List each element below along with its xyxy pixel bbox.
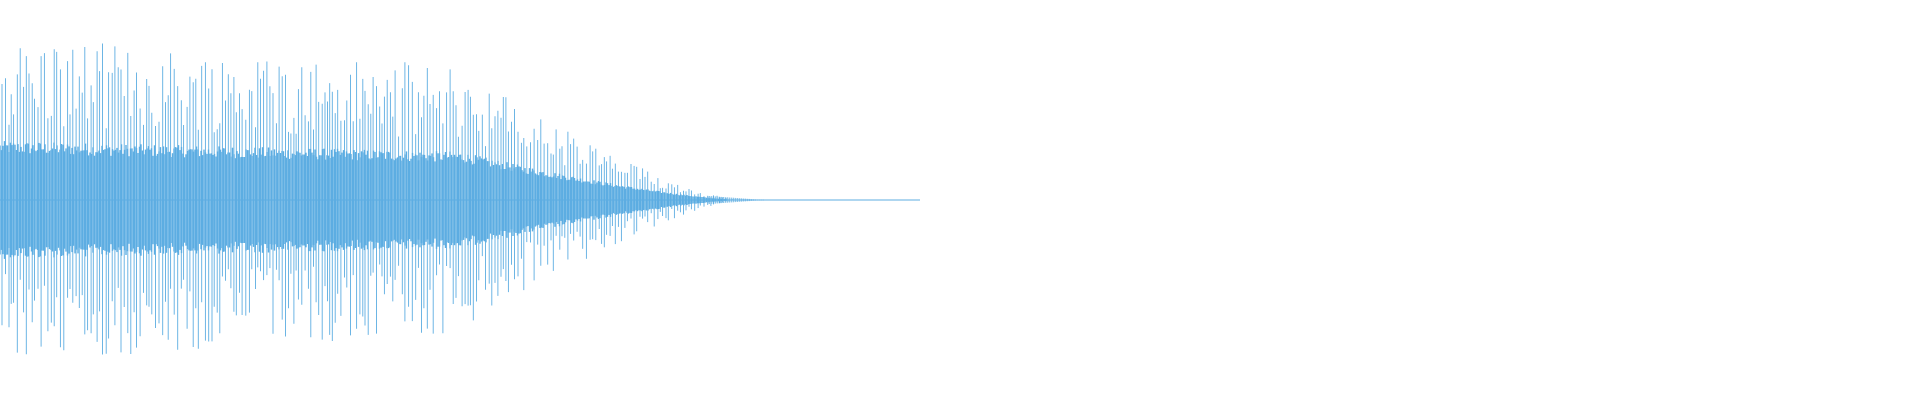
waveform-samples (0, 43, 764, 355)
